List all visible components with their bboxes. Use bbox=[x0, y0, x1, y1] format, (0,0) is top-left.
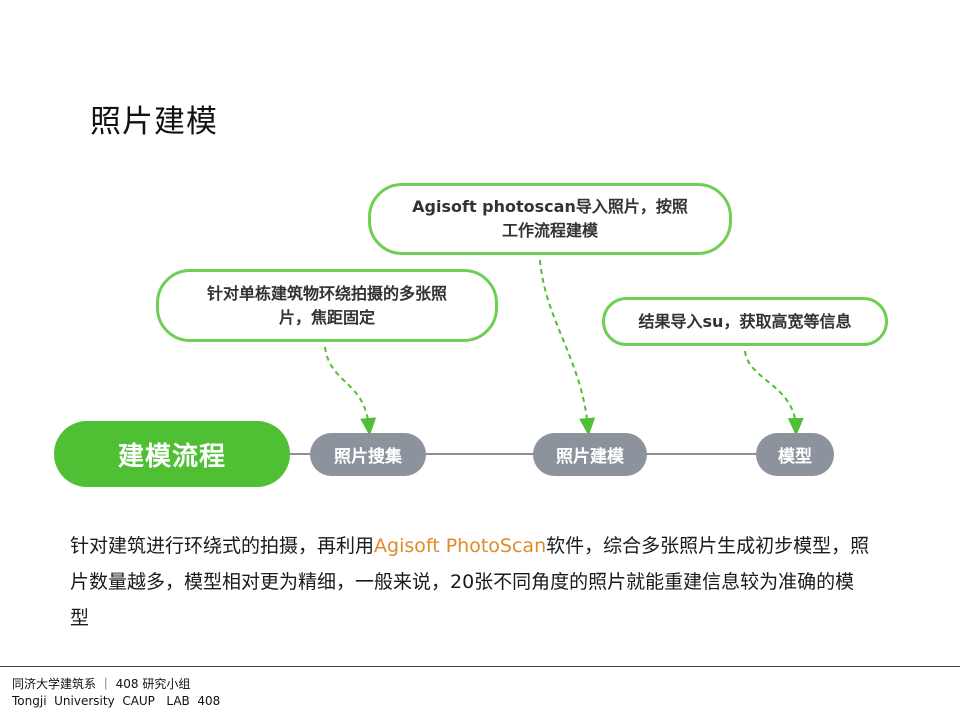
footer-line-en: Tongji University CAUP LAB 408 bbox=[12, 694, 221, 708]
description-text: 针对建筑进行环绕式的拍摄，再利用 bbox=[70, 535, 375, 557]
arrow-photo-to-collect bbox=[324, 346, 377, 436]
page-title: 照片建模 bbox=[90, 104, 218, 140]
callout-line: 针对单栋建筑物环绕拍摄的多张照 bbox=[206, 283, 447, 303]
description-paragraph: 针对建筑进行环绕式的拍摄，再利用Agisoft PhotoScan软件，综合多张… bbox=[70, 528, 870, 636]
callout-line: 结果导入su，获取高宽等信息 bbox=[638, 311, 852, 331]
description-text: 软件，综合多张照片生成初步模型，照片数量越多，模型相对更为精细，一般来说，20张… bbox=[70, 535, 870, 629]
arrow-result-to-model bbox=[744, 350, 804, 436]
flow-step-collect: 照片搜集 bbox=[310, 433, 426, 476]
flow-main-label: 建模流程 bbox=[54, 421, 290, 487]
arrow-import-to-model bbox=[539, 259, 596, 436]
callout-line: Agisoft photoscan导入照片，按照 bbox=[412, 197, 688, 216]
callout-line: 片，焦距固定 bbox=[278, 307, 375, 327]
flow-step-model: 照片建模 bbox=[533, 433, 647, 476]
callout-result-import: 结果导入su，获取高宽等信息 bbox=[602, 297, 888, 346]
footer-divider bbox=[0, 666, 960, 667]
footer-line-cn: 同济大学建筑系 ｜ 408 研究小组 bbox=[12, 677, 191, 691]
callout-photo-capture: 针对单栋建筑物环绕拍摄的多张照 片，焦距固定 bbox=[156, 269, 498, 342]
callout-line: 工作流程建模 bbox=[501, 221, 598, 240]
footer: 同济大学建筑系 ｜ 408 研究小组 Tongji University CAU… bbox=[12, 676, 220, 710]
flow-step-result: 模型 bbox=[756, 433, 834, 476]
callout-photoscan-import: Agisoft photoscan导入照片，按照 工作流程建模 bbox=[368, 183, 732, 255]
software-name: Agisoft PhotoScan bbox=[374, 535, 547, 557]
